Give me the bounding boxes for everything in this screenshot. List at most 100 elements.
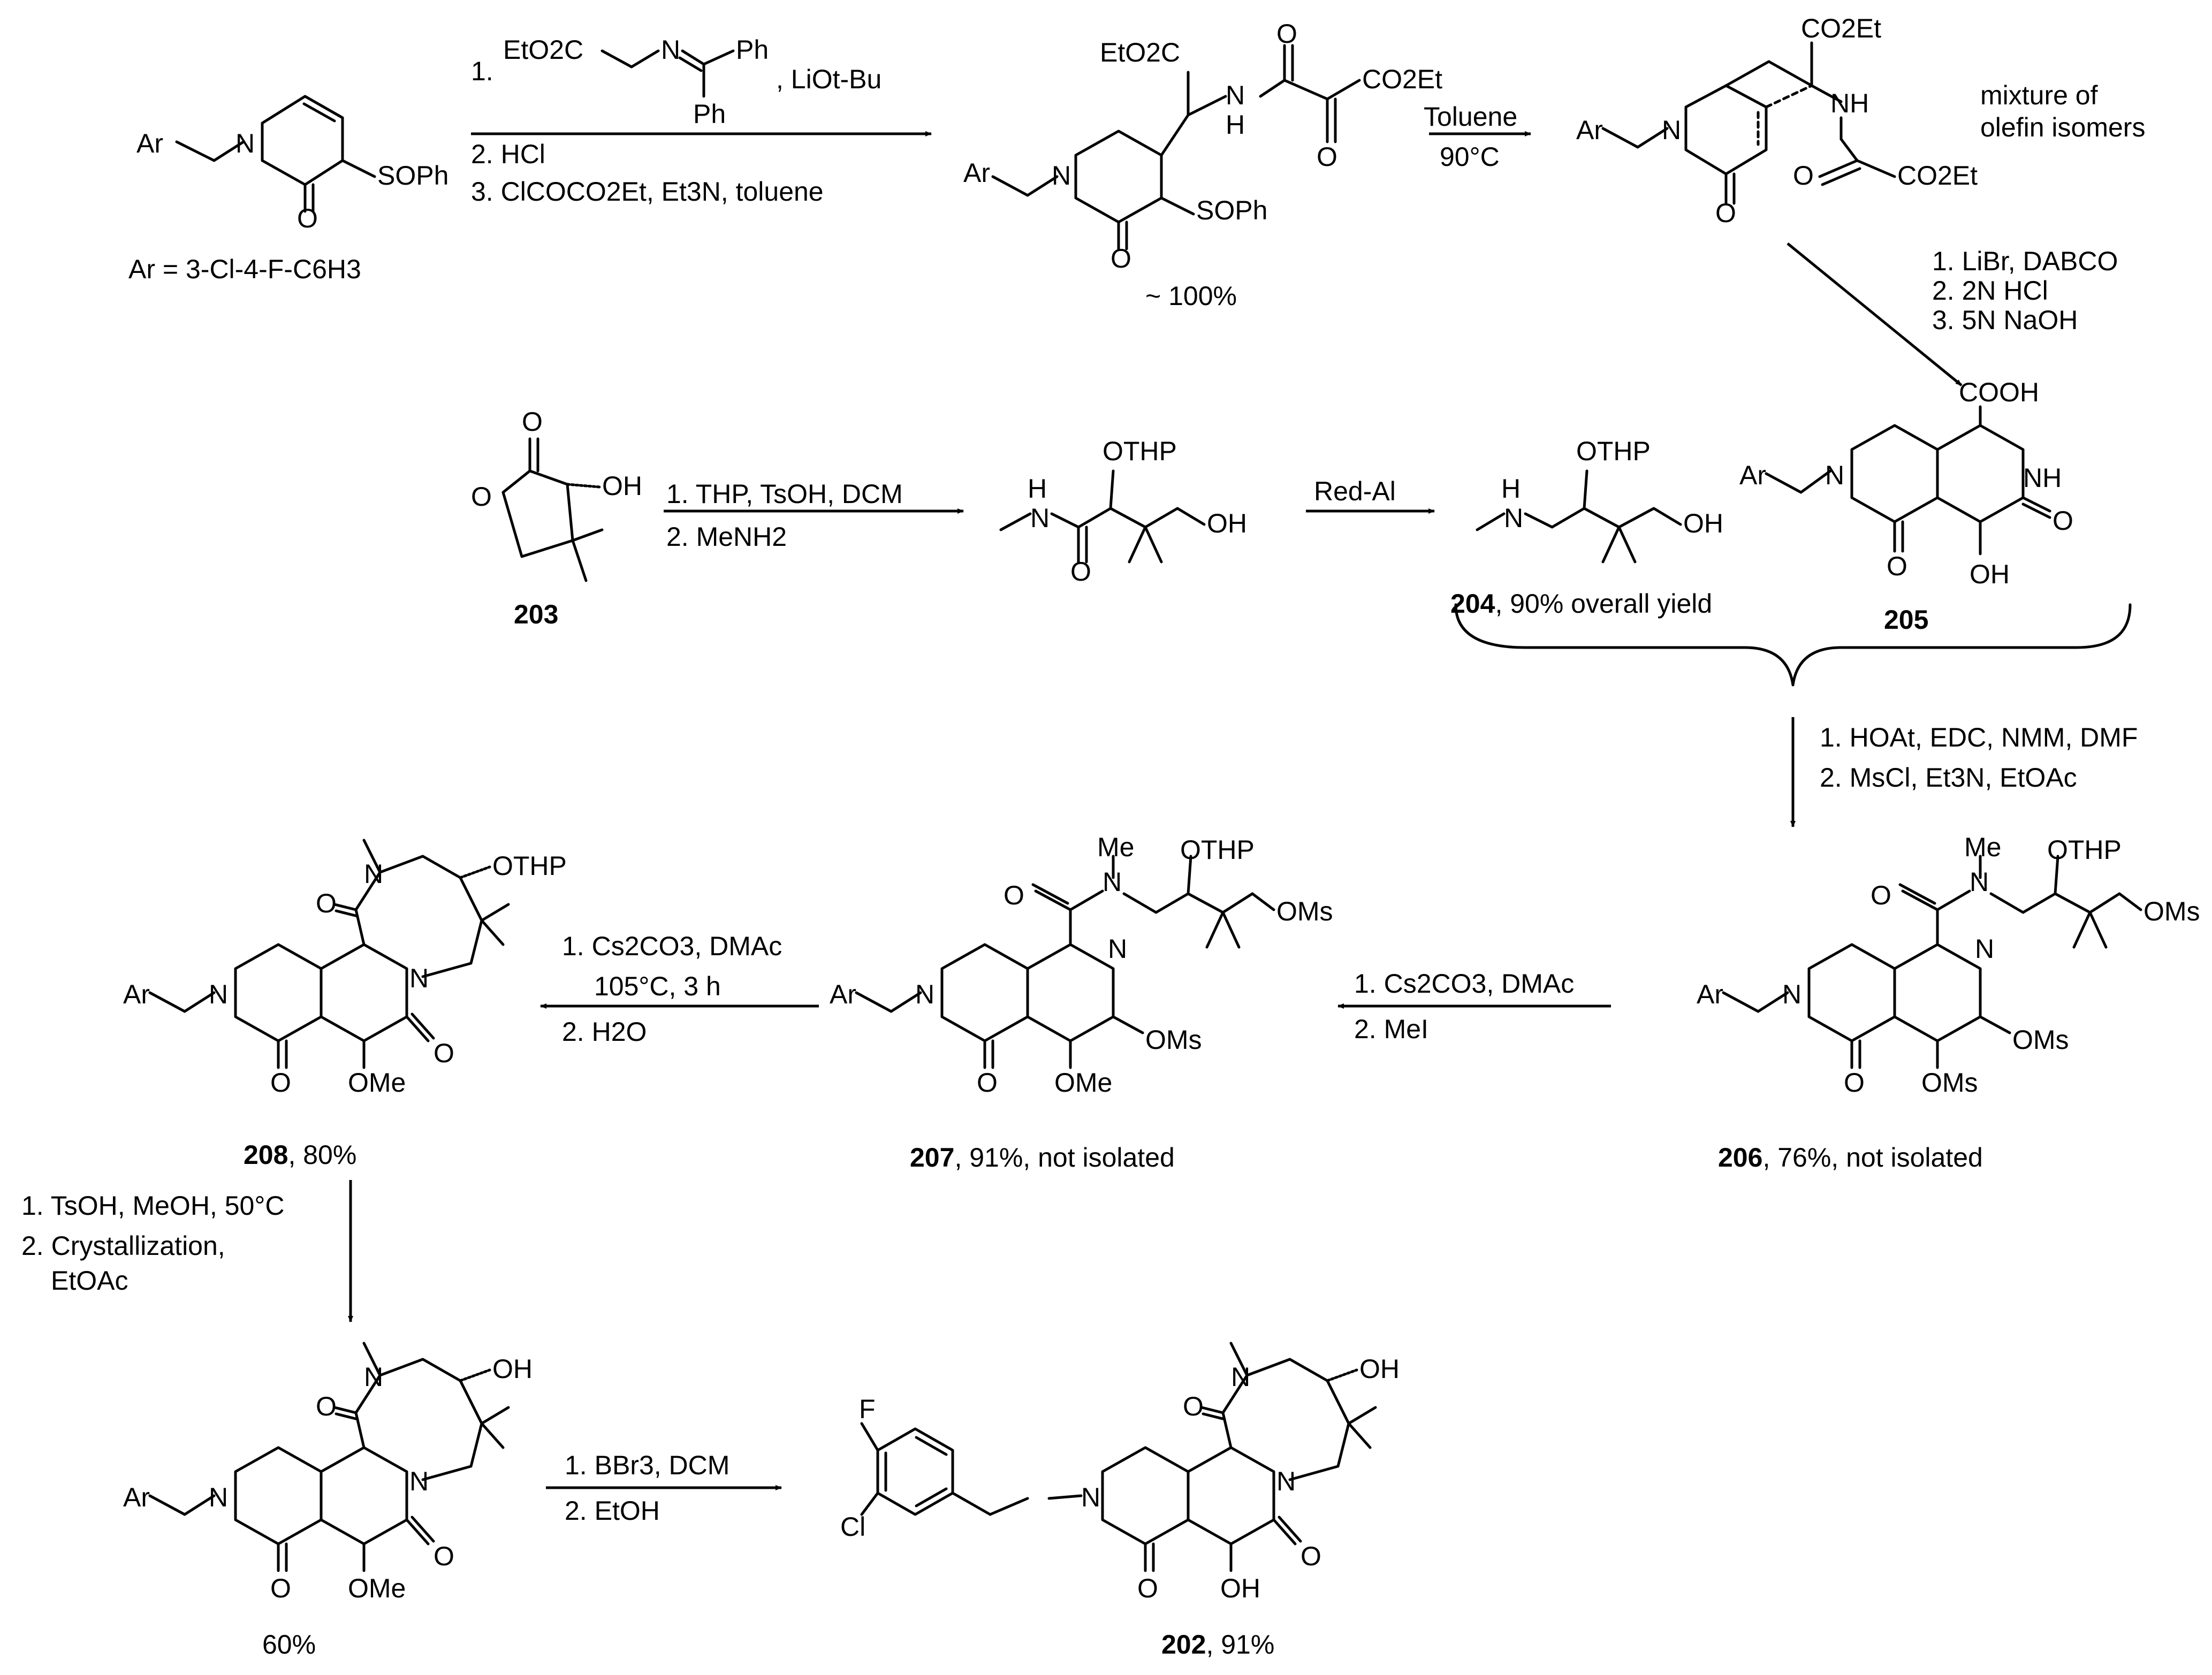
- svg-text:SOPh: SOPh: [1196, 195, 1267, 225]
- svg-text:N: N: [1052, 161, 1071, 191]
- svg-text:H: H: [1226, 110, 1245, 140]
- svg-text:Ar: Ar: [123, 1482, 150, 1512]
- compound-204-structure: H N OTHP OH: [1476, 436, 1723, 564]
- svg-text:OTHP: OTHP: [492, 851, 567, 881]
- step8-reagent-2: 2. H2O: [562, 1017, 647, 1047]
- svg-text:N: N: [209, 1482, 228, 1512]
- svg-text:F: F: [859, 1394, 876, 1424]
- label-205: 205: [1884, 605, 1928, 635]
- svg-text:N: N: [1975, 934, 1994, 964]
- svg-text:O: O: [434, 1541, 454, 1571]
- svg-text:N: N: [661, 35, 680, 65]
- step5-reagent: Red-Al: [1314, 476, 1396, 506]
- hydroxy-intermediate-structure: N O OH N O OMe O N Ar: [123, 1342, 533, 1603]
- svg-text:CO2Et: CO2Et: [1801, 13, 1881, 43]
- step7-reagent-1: 1. Cs2CO3, DMAc: [1354, 969, 1574, 999]
- svg-text:OMe: OMe: [1054, 1068, 1112, 1098]
- svg-text:O: O: [270, 1573, 291, 1603]
- mixture-label-2: olefin isomers: [1980, 112, 2145, 142]
- svg-text:O: O: [1715, 198, 1736, 228]
- step6-reagent-2: 2. MsCl, Et3N, EtOAc: [1820, 763, 2077, 793]
- svg-text:Ar: Ar: [1739, 460, 1766, 490]
- svg-text:OH: OH: [1683, 508, 1723, 538]
- svg-text:N: N: [1231, 1362, 1250, 1392]
- svg-text:N: N: [1103, 867, 1122, 897]
- svg-text:NH: NH: [1830, 88, 1869, 118]
- svg-text:Ar: Ar: [1697, 979, 1723, 1009]
- svg-text:N: N: [409, 1466, 429, 1496]
- atom-ar: Ar: [136, 128, 163, 158]
- svg-text:O: O: [434, 1038, 454, 1068]
- yield-100: ~ 100%: [1145, 281, 1237, 311]
- svg-text:OH: OH: [602, 471, 642, 501]
- label-207: 207, 91%, not isolated: [910, 1143, 1175, 1172]
- svg-text:OMs: OMs: [2012, 1025, 2069, 1055]
- starting-material-structure: Ar N O SOPh: [136, 95, 449, 233]
- svg-text:CO2Et: CO2Et: [1897, 161, 1978, 191]
- svg-text:OMe: OMe: [348, 1068, 406, 1098]
- svg-text:OH: OH: [492, 1354, 533, 1384]
- svg-text:OH: OH: [1970, 559, 2010, 589]
- svg-text:OTHP: OTHP: [1576, 436, 1651, 466]
- svg-text:O: O: [1137, 1573, 1158, 1603]
- svg-text:O: O: [1793, 161, 1814, 191]
- step3-reagent-3: 3. 5N NaOH: [1932, 305, 2078, 335]
- step9-reagent-3: EtOAc: [51, 1266, 128, 1296]
- svg-text:O: O: [1844, 1068, 1865, 1098]
- svg-text:N: N: [364, 859, 383, 889]
- step1-reagent-2: 2. HCl: [471, 139, 545, 169]
- svg-text:OH: OH: [1220, 1573, 1260, 1603]
- compound-208-structure: N O OTHP N O OMe O N Ar: [123, 839, 567, 1098]
- svg-text:N: N: [1081, 1482, 1100, 1512]
- svg-text:OMs: OMs: [1921, 1068, 1978, 1098]
- svg-text:COOH: COOH: [1959, 377, 2039, 407]
- svg-text:O: O: [1070, 557, 1091, 587]
- svg-text:N: N: [1970, 867, 1989, 897]
- svg-text:Ar: Ar: [830, 979, 856, 1009]
- svg-text:Ar: Ar: [123, 979, 150, 1009]
- step6-reagent-1: 1. HOAt, EDC, NMM, DMF: [1820, 722, 2138, 752]
- label-202: 202, 91%: [1161, 1630, 1274, 1659]
- svg-text:OMs: OMs: [1276, 896, 1333, 926]
- svg-text:N: N: [1782, 979, 1801, 1009]
- svg-text:O: O: [316, 1391, 337, 1421]
- step7-reagent-2: 2. MeI: [1354, 1014, 1428, 1044]
- step8-reagent-1: 1. Cs2CO3, DMAc: [562, 931, 782, 961]
- compound-203-structure: O O OH: [471, 407, 642, 582]
- svg-text:O: O: [2053, 506, 2073, 536]
- step4-reagent-2: 2. MeNH2: [666, 522, 787, 552]
- step2-solvent: Toluene: [1424, 102, 1517, 132]
- svg-text:Cl: Cl: [840, 1512, 865, 1542]
- svg-text:O: O: [1004, 880, 1024, 910]
- ar-definition: Ar = 3-Cl-4-F-C6H3: [128, 254, 361, 284]
- svg-text:N: N: [1226, 80, 1245, 110]
- label-206: 206, 76%, not isolated: [1718, 1143, 1983, 1172]
- svg-text:O: O: [522, 407, 543, 437]
- mixture-label-1: mixture of: [1980, 80, 2098, 110]
- svg-text:N: N: [915, 979, 934, 1009]
- svg-text:Ar: Ar: [1576, 115, 1603, 145]
- svg-text:N: N: [1504, 503, 1523, 533]
- step4-reagent-1: 1. THP, TsOH, DCM: [666, 479, 903, 509]
- svg-text:OMs: OMs: [1145, 1025, 1202, 1055]
- atom-n: N: [235, 128, 255, 158]
- svg-text:O: O: [270, 1068, 291, 1098]
- step8-reagent-1b: 105°C, 3 h: [594, 971, 721, 1001]
- yield-60: 60%: [262, 1630, 316, 1659]
- atom-sophe: SOPh: [377, 161, 449, 191]
- svg-text:, LiOt-Bu: , LiOt-Bu: [776, 64, 881, 94]
- label-204: 204, 90% overall yield: [1450, 589, 1712, 619]
- svg-text:O: O: [316, 888, 337, 918]
- svg-text:1.: 1.: [471, 56, 493, 86]
- label-203: 203: [514, 599, 558, 629]
- svg-text:O: O: [1301, 1541, 1321, 1571]
- svg-text:O: O: [1887, 551, 1907, 581]
- intermediate-adduct-structure: Ar N O SOPh EtO2C N H O O CO2Et: [963, 19, 1442, 273]
- svg-text:N: N: [209, 979, 228, 1009]
- compound-205-structure: COOH NH O OH O N Ar: [1739, 377, 2073, 589]
- olefin-intermediate-structure: Ar N O CO2Et NH O CO2Et: [1576, 13, 1978, 228]
- amide-intermediate-structure: H N O OTHP OH: [999, 436, 1247, 587]
- svg-text:N: N: [1030, 503, 1050, 533]
- step10-reagent-1: 1. BBr3, DCM: [565, 1450, 729, 1480]
